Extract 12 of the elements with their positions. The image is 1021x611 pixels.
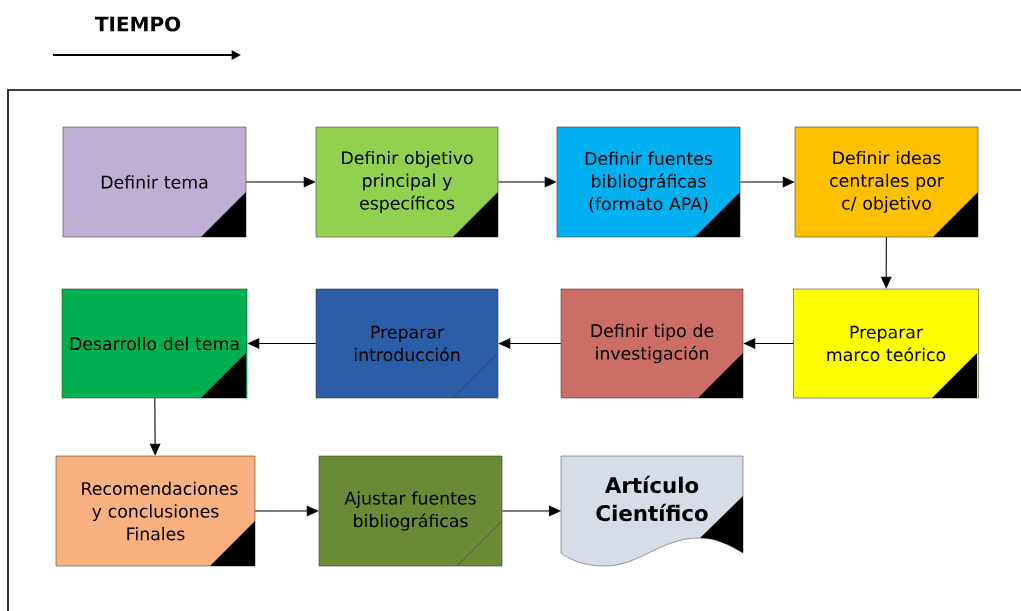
process-box: Recomendaciones y conclusiones Finales (55, 455, 256, 567)
process-box: Ajustar fuentes bibliográficas (318, 455, 503, 567)
process-box: Artículo Científico (560, 455, 744, 567)
process-box: Definir tipo de investigación (560, 288, 744, 399)
process-box: Definir fuentes bibliográficas (formato APA) (556, 126, 741, 238)
process-box: Preparar introducción (315, 288, 499, 399)
process-box: Definir objetivo principal y específicos (315, 126, 499, 238)
process-box: Preparar marco teórico (793, 288, 979, 399)
process-box: Definir tema (62, 126, 247, 238)
process-box: Desarrollo del tema (61, 288, 248, 399)
axis-label: TIEMPO (94, 16, 181, 32)
process-box: Definir ideas centrales por c/ objetivo (794, 126, 979, 238)
